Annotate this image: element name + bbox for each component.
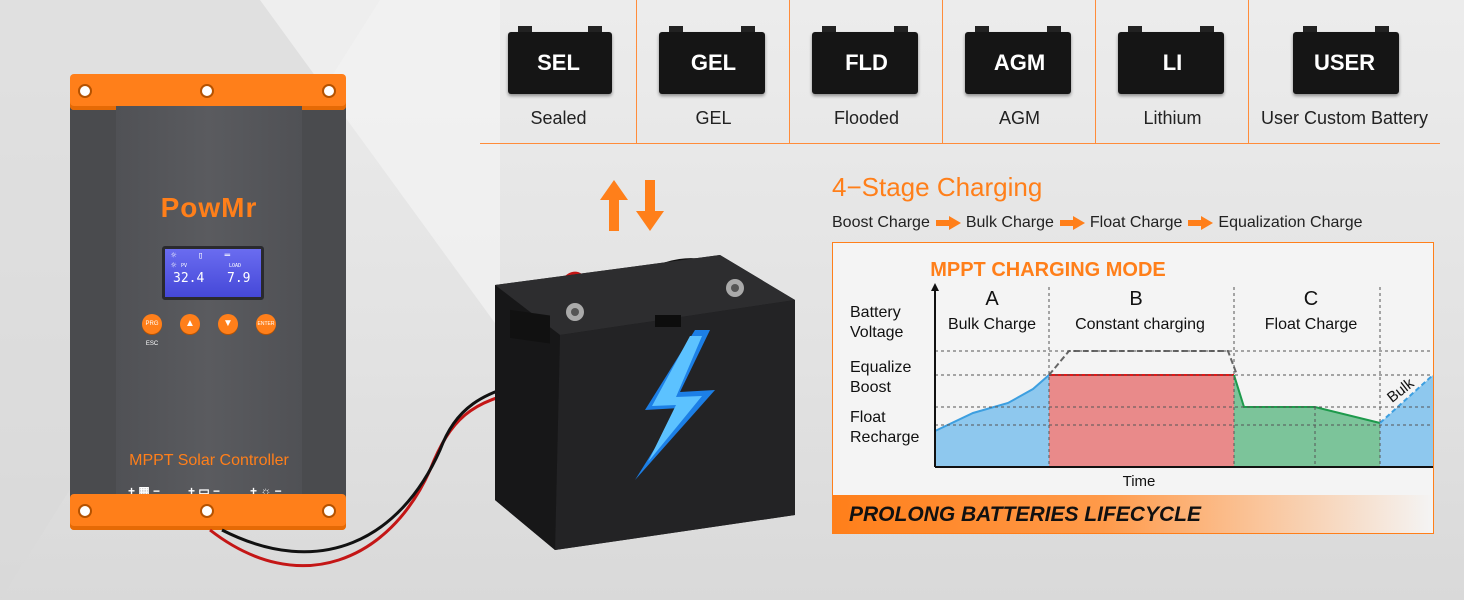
x-axis-label: Time: [1123, 473, 1156, 490]
divider: [636, 0, 637, 143]
controller-label: MPPT Solar Controller: [129, 452, 289, 469]
battery-code: LI: [1162, 50, 1183, 75]
battery-type-label: Sealed: [530, 108, 587, 128]
solar-controller: PowMr ☼ ▯ ═ ☼ PV LOAD 32.4 7.9 PRG ESC ▲…: [70, 74, 346, 530]
battery-icon: [659, 26, 765, 94]
mount-hole: [78, 84, 92, 98]
divider: [789, 0, 790, 143]
battery-type-sealed: SEL Sealed: [480, 0, 637, 143]
battery-type-agm: AGM AGM: [943, 0, 1096, 143]
battery-icon: [812, 26, 918, 94]
mount-hole: [200, 504, 214, 518]
y-axis-label: Battery Voltage: [850, 303, 903, 343]
battery-code: AGM: [993, 50, 1046, 75]
battery-type-flooded: FLD Flooded: [790, 0, 943, 143]
stage-title: 4−Stage Charging: [832, 172, 1043, 202]
arrow-right-icon: [935, 216, 962, 230]
battery-type-label: User Custom Battery: [1260, 108, 1429, 128]
stage-sequence: Boost Charge Bulk Charge Float Charge Eq…: [832, 214, 1362, 232]
battery-code: FLD: [845, 50, 888, 75]
arrow-up-icon: [600, 180, 628, 200]
battery-type-gel: GEL GEL: [637, 0, 790, 143]
charging-curve: A Bulk Charge B Constant charging C Floa…: [931, 283, 1433, 490]
divider: [1095, 0, 1096, 143]
lcd-display: ☼ ▯ ═ ☼ PV LOAD 32.4 7.9: [162, 246, 264, 300]
arrow-right-icon: [1188, 216, 1214, 230]
down-button[interactable]: ▼: [218, 314, 238, 334]
mount-hole: [322, 504, 336, 518]
arrow-down-icon: [636, 211, 664, 231]
divider: [1248, 0, 1249, 143]
lcd-load-label: LOAD: [229, 263, 242, 269]
phase-letter-b: B: [1129, 288, 1142, 310]
arrow-down-icon: [645, 180, 655, 212]
battery-code: SEL: [537, 50, 580, 75]
mount-hole: [78, 504, 92, 518]
bulk-area: [935, 375, 1049, 467]
lcd-load-value: 7.9: [227, 271, 251, 286]
lcd-pv-label: PV: [181, 263, 188, 269]
y-axis-label-line: Voltage: [850, 324, 904, 341]
stage-item: Boost Charge: [832, 214, 930, 231]
level-label-line: Float: [850, 409, 886, 426]
lifecycle-banner: PROLONG BATTERIES LIFECYCLE: [833, 495, 1433, 533]
arrow-up-icon: [609, 199, 619, 231]
battery-type-label: Flooded: [833, 108, 900, 128]
lcd-pv-value: 32.4: [173, 271, 205, 286]
phase-name-c: Float Charge: [1265, 316, 1358, 333]
battery-type-user-custom: USER User Custom Battery: [1249, 0, 1440, 143]
battery-image: [440, 230, 810, 560]
battery-type-lithium: LI Lithium: [1096, 0, 1249, 143]
prg-esc-button[interactable]: PRG ESC: [142, 314, 162, 347]
battery-type-label: GEL: [695, 108, 732, 128]
phase-name-a: Bulk Charge: [948, 316, 1036, 333]
arrow-right-icon: [1059, 216, 1086, 230]
up-button[interactable]: ▲: [180, 314, 200, 334]
stage-item: Float Charge: [1089, 214, 1183, 231]
controller-bottom-cap: [70, 494, 346, 530]
divider: [942, 0, 943, 143]
lifecycle-text: PROLONG BATTERIES LIFECYCLE: [849, 503, 1201, 526]
level-label-line: Recharge: [850, 429, 920, 446]
battery-icon: [508, 26, 612, 94]
level-label-equalize-boost: Equalize Boost: [850, 358, 911, 398]
float-area: [1234, 375, 1380, 467]
mount-hole: [200, 84, 214, 98]
charging-mode-chart: A Bulk Charge B Constant charging C Floa…: [832, 242, 1434, 534]
brand-logo: PowMr: [160, 192, 258, 223]
mount-hole: [322, 84, 336, 98]
phase-name-b: Constant charging: [1075, 316, 1205, 333]
lcd-status-icons: ☼ ▯ ═ ☼: [171, 251, 239, 271]
controller-top-cap: [70, 74, 346, 110]
stage-item: Bulk Charge: [965, 214, 1054, 231]
battery-code: USER: [1313, 50, 1376, 75]
battery-code: GEL: [690, 50, 737, 75]
battery-icon: [1118, 26, 1224, 94]
phase-letter-c: C: [1304, 288, 1318, 310]
battery-icon: [965, 26, 1071, 94]
battery-types: SEL Sealed GEL GEL FLD Flooded AGM AGM L…: [480, 0, 1440, 144]
battery-type-label: Lithium: [1143, 108, 1202, 128]
battery-type-label: AGM: [998, 108, 1040, 128]
chart-title: MPPT CHARGING MODE: [930, 259, 1166, 281]
y-axis-label-line: Battery: [850, 304, 901, 321]
battery-icon: [1293, 26, 1399, 94]
level-label-line: Boost: [850, 379, 891, 396]
enter-button[interactable]: ENTER: [256, 314, 276, 334]
phase-letter-a: A: [985, 288, 999, 310]
level-label-float-recharge: Float Recharge: [850, 408, 919, 448]
level-label-line: Equalize: [850, 359, 912, 376]
controller-face: PowMr ☼ ▯ ═ ☼ PV LOAD 32.4 7.9 PRG ESC ▲…: [116, 106, 302, 519]
bulk-tail-area: [1380, 375, 1433, 467]
stage-item: Equalization Charge: [1218, 214, 1363, 231]
constant-area: [1049, 375, 1234, 467]
